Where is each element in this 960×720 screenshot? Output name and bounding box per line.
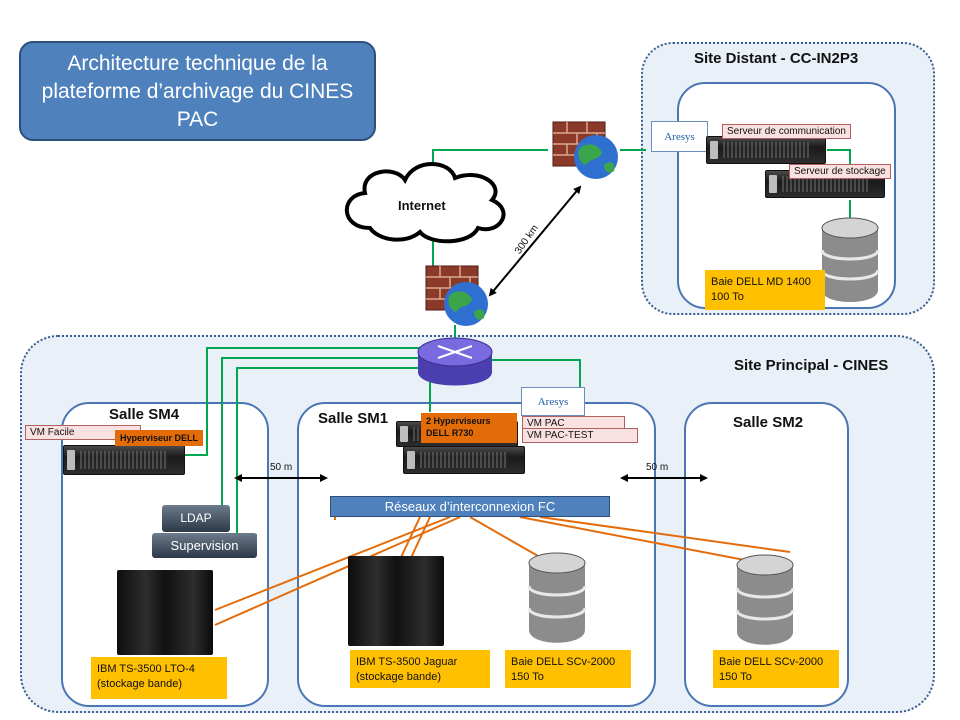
link-internet-firewall-remote	[432, 149, 548, 195]
sm4-tape-library-icon	[117, 570, 213, 655]
fc-interconnect-bar: Réseaux d’interconnexion FC	[330, 496, 610, 517]
sm4-tape-label: IBM TS-3500 LTO-4 (stockage bande)	[91, 657, 227, 699]
room-sm4-title: Salle SM4	[109, 406, 180, 423]
storage-server-label: Serveur de stockage	[789, 164, 891, 179]
comm-server-label: Serveur de communication	[722, 124, 851, 139]
sm1-hypervisor-2-icon	[403, 446, 525, 474]
sm4-hypervisor-label: Hyperviseur DELL	[115, 430, 204, 446]
room-sm1-title: Salle SM1	[318, 410, 389, 427]
sm2-array-label: Baie DELL SCv-2000 150 To	[713, 650, 839, 688]
remote-site-title: Site Distant - CC-IN2P3	[694, 50, 859, 67]
distance-arrow-remote	[488, 185, 582, 297]
distance-sm4-label: 50 m	[270, 462, 293, 473]
sm4-hypervisor-icon	[63, 445, 185, 475]
sm1-array-label: Baie DELL SCv-2000 150 To	[505, 650, 631, 688]
internet-label: Internet	[398, 198, 446, 213]
vm-pac-test-label: VM PAC-TEST	[522, 428, 638, 443]
diagram-title: Architecture technique de la plateforme …	[19, 41, 376, 141]
sm1-hypervisors-label: 2 Hyperviseurs DELL R730	[421, 413, 517, 443]
main-site-title: Site Principal - CINES	[734, 357, 889, 374]
ldap-server: LDAP	[162, 505, 230, 532]
distance-sm2-label: 50 m	[646, 462, 669, 473]
firewall-main-icon	[425, 265, 488, 326]
aresys-logo-sm1: Aresys	[521, 387, 585, 416]
aresys-logo-remote: Aresys	[651, 121, 708, 152]
distance-remote-label: 300 km	[513, 223, 541, 257]
sm1-tape-label: IBM TS-3500 Jaguar (stockage bande)	[350, 650, 490, 688]
sm1-tape-library-icon	[348, 556, 444, 646]
firewall-remote-icon	[552, 121, 618, 179]
remote-array-label: Baie DELL MD 1400 100 To	[705, 270, 825, 310]
room-sm2-title: Salle SM2	[733, 414, 804, 431]
comm-server-icon	[706, 136, 826, 164]
vm-facile-label: VM Facile	[25, 425, 141, 440]
supervision-server: Supervision	[152, 533, 257, 558]
